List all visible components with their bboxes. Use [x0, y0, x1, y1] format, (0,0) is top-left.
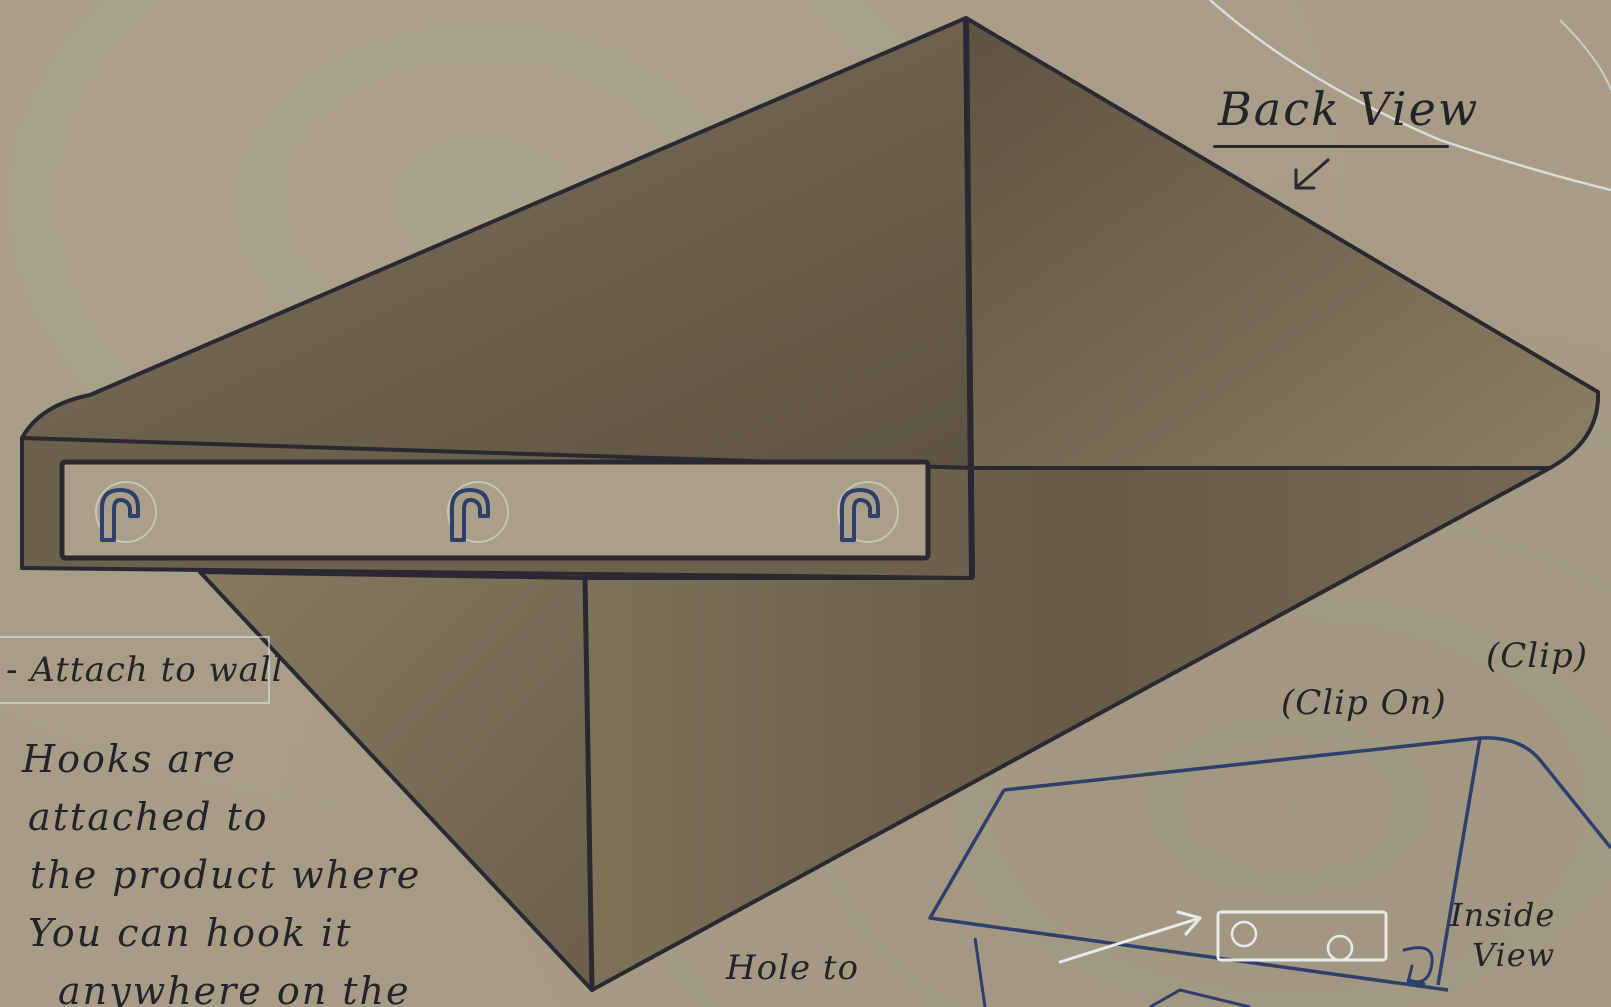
- inside-view-line: View: [1450, 935, 1560, 975]
- inside-view-line: Inside: [1450, 895, 1560, 935]
- curved-arrow-icon: [1404, 948, 1432, 984]
- clip-on-label: (Clip On): [1281, 683, 1447, 723]
- inside-view-label: Inside View: [1450, 895, 1560, 975]
- hooks-note-line: anywhere on the: [22, 962, 421, 1007]
- hook-rail: [62, 462, 928, 558]
- hooks-note-line: Hooks are: [22, 730, 421, 788]
- white-pencil-arc: [1560, 20, 1611, 90]
- hooks-note: Hooks are attached to the product where …: [22, 730, 421, 1007]
- attach-label: - Attach to wall: [6, 650, 284, 690]
- hooks-note-line: the product where: [22, 846, 421, 904]
- shelf-top-left-face: [22, 18, 972, 468]
- hole-label: Hole to: [726, 948, 859, 988]
- hooks-note-line: You can hook it: [22, 904, 421, 962]
- hooks-note-line: attached to: [22, 788, 421, 846]
- clip-label: (Clip): [1486, 636, 1588, 676]
- sketch-title: Back View: [1218, 82, 1479, 136]
- title-underline: [1213, 145, 1449, 148]
- arrow-pointer-icon: [1296, 160, 1328, 188]
